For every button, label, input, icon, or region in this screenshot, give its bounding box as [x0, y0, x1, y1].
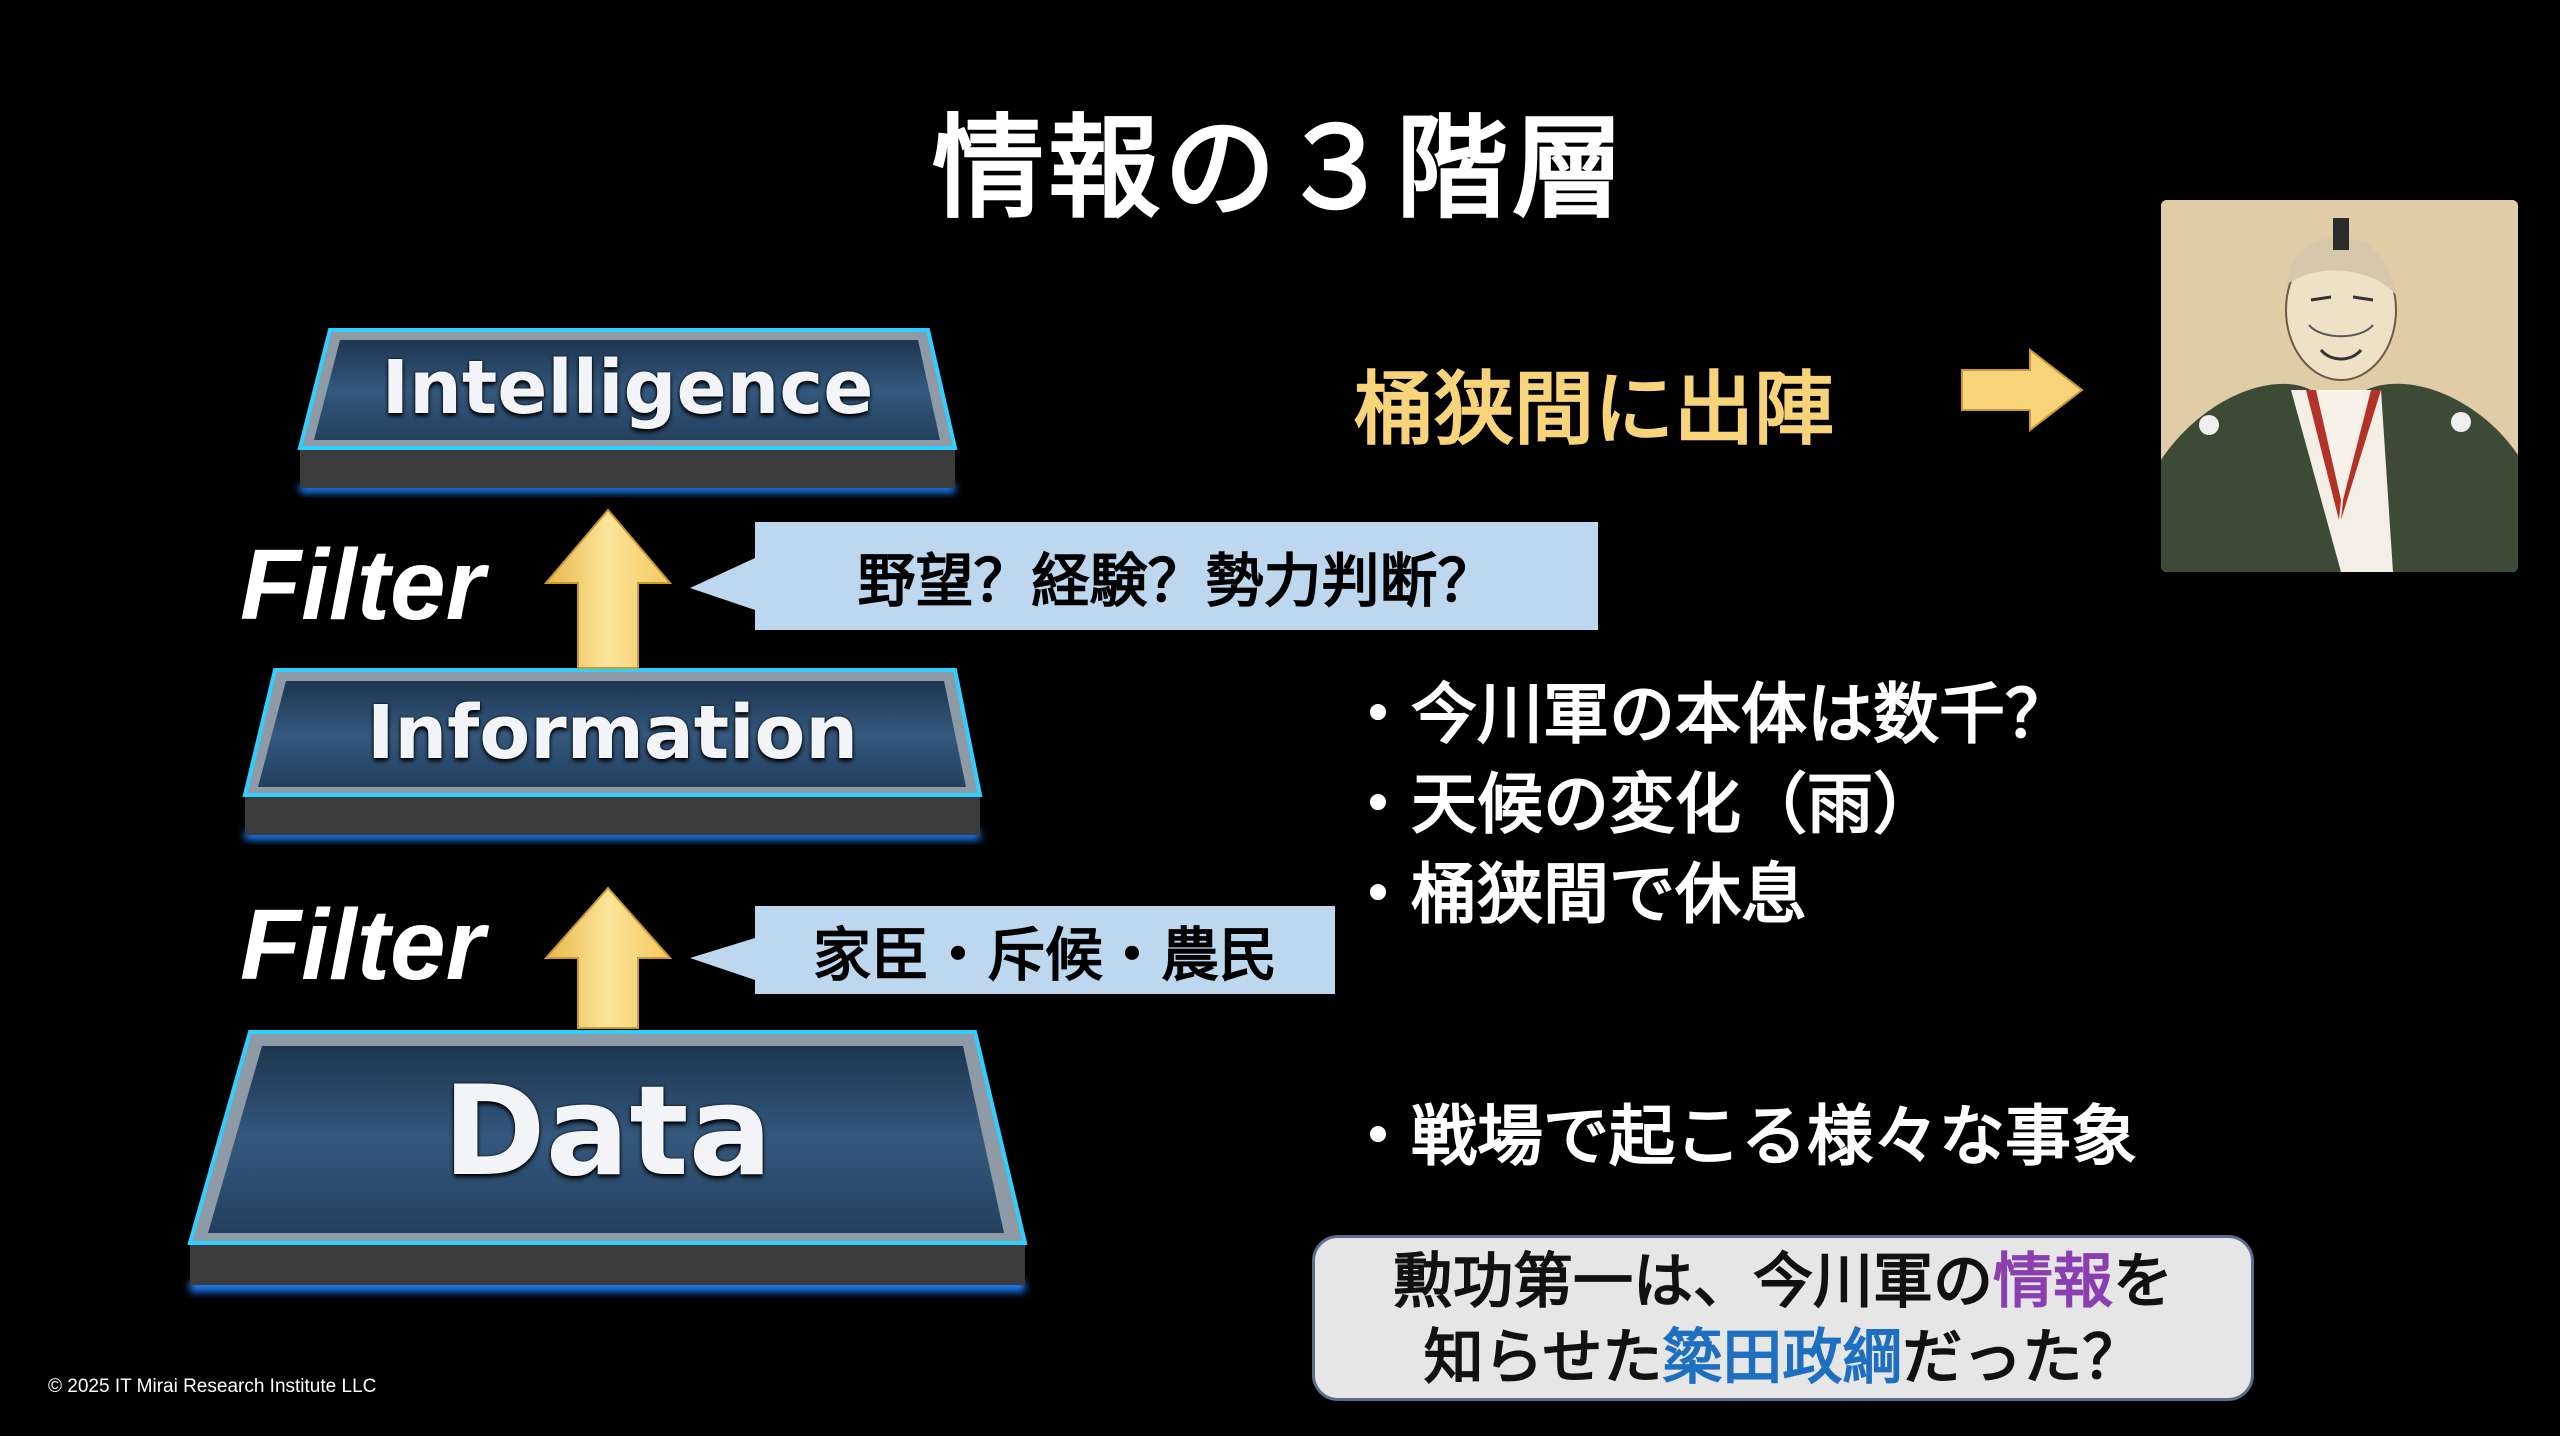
filter-label-lower: Filter	[240, 889, 485, 1001]
information-layer	[242, 668, 983, 840]
filter-label-upper: Filter	[240, 529, 485, 641]
list-item: ・戦場で起こる様々な事象	[1345, 1098, 2137, 1175]
action-text: 桶狭間に出陣	[1354, 363, 1834, 456]
right-arrow-icon	[1961, 347, 2084, 433]
callout-lower: 家臣・斥候・農民	[755, 906, 1335, 994]
data-bullet-list: ・戦場で起こる様々な事象	[1345, 1092, 2137, 1182]
note-line-2: 知らせた簗田政綱だった？	[1423, 1323, 2143, 1393]
up-arrow-icon	[543, 508, 673, 669]
portrait-image	[2161, 200, 2518, 572]
highlight-name: 簗田政綱	[1662, 1323, 1903, 1393]
highlight-info: 情報	[1993, 1247, 2113, 1317]
list-item: ・桶狭間で休息	[1345, 856, 1807, 933]
callout-upper: 野望？経験？勢力判断？	[755, 522, 1598, 630]
intelligence-layer	[297, 328, 958, 493]
data-layer	[187, 1030, 1028, 1292]
list-item: ・天候の変化（雨）	[1345, 766, 1939, 843]
information-bullet-list: ・今川軍の本体は数千？ ・天候の変化（雨） ・桶狭間で休息	[1345, 670, 2071, 940]
callout-pointer	[690, 558, 755, 610]
layer-label-data: Data	[442, 1060, 773, 1204]
copyright-text: © 2025 IT Mirai Research Institute LLC	[48, 1376, 377, 1397]
up-arrow-icon	[543, 886, 673, 1029]
layer-label-information: Information	[366, 690, 859, 776]
note-line-1: 勲功第一は、今川軍の情報を	[1393, 1247, 2173, 1317]
callout-pointer	[690, 938, 755, 980]
list-item: ・今川軍の本体は数千？	[1345, 676, 2071, 753]
slide-title: 情報の３階層	[932, 104, 1628, 234]
conclusion-note: 勲功第一は、今川軍の情報を 知らせた簗田政綱だった？	[1312, 1235, 2254, 1401]
layer-label-intelligence: Intelligence	[381, 345, 874, 431]
